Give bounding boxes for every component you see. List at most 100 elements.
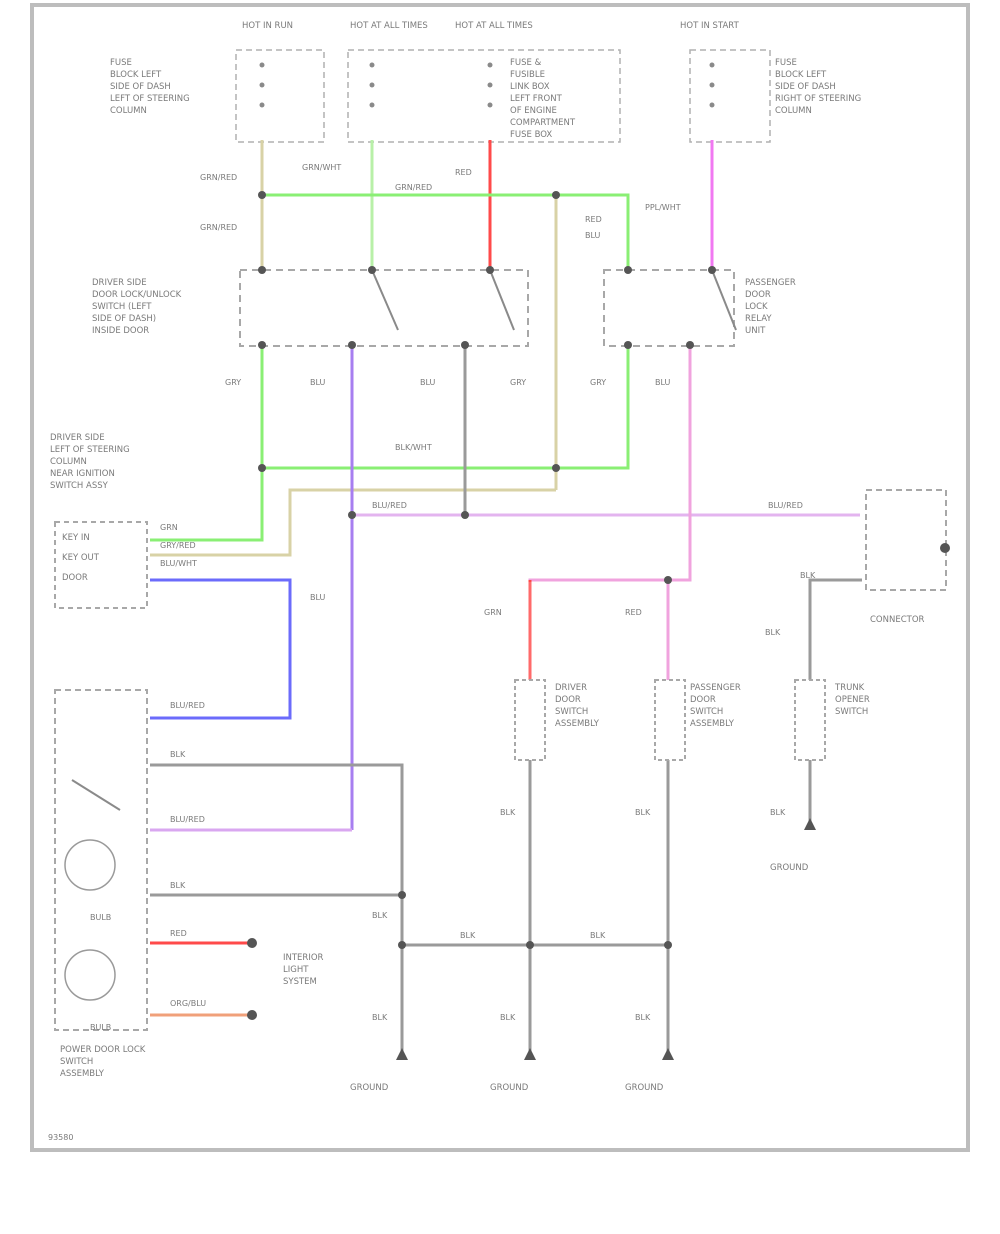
svg-text:BLU: BLU	[655, 378, 671, 387]
svg-text:GRN/RED: GRN/RED	[200, 173, 237, 182]
svg-text:HOT AT ALL TIMES: HOT AT ALL TIMES	[350, 21, 428, 31]
svg-text:BLU: BLU	[420, 378, 436, 387]
svg-text:BLU/RED: BLU/RED	[170, 815, 205, 824]
svg-text:INSIDE DOOR: INSIDE DOOR	[92, 326, 149, 336]
connector-left-labels: KEY IN KEY OUT DOOR	[62, 533, 100, 583]
svg-text:BLK: BLK	[500, 1013, 516, 1022]
svg-text:BLU/WHT: BLU/WHT	[160, 559, 197, 568]
fuse-header-labels: HOT IN RUN HOT AT ALL TIMES HOT AT ALL T…	[242, 21, 740, 31]
svg-text:BLK: BLK	[635, 808, 651, 817]
svg-text:GRN: GRN	[160, 523, 178, 532]
svg-text:BLOCK LEFT: BLOCK LEFT	[110, 70, 162, 80]
svg-text:BLU: BLU	[585, 231, 601, 240]
svg-text:SWITCH (LEFT: SWITCH (LEFT	[92, 302, 152, 312]
svg-text:GROUND: GROUND	[770, 863, 809, 873]
fuse-text-left: FUSE BLOCK LEFT SIDE OF DASH LEFT OF STE…	[110, 58, 190, 116]
fuse-symbols	[259, 62, 715, 108]
svg-text:FUSIBLE: FUSIBLE	[510, 70, 545, 80]
svg-text:ASSEMBLY: ASSEMBLY	[60, 1069, 105, 1079]
passenger-door-switch-labels: PASSENGER DOOR SWITCH ASSEMBLY	[690, 683, 741, 729]
connector-right-label: CONNECTOR	[870, 615, 925, 625]
svg-text:GRN/RED: GRN/RED	[200, 223, 237, 232]
svg-text:BLU: BLU	[310, 593, 326, 602]
svg-text:BLU/RED: BLU/RED	[372, 501, 407, 510]
svg-text:LOCK: LOCK	[745, 302, 768, 312]
svg-text:BLK: BLK	[590, 931, 606, 940]
svg-text:BLOCK LEFT: BLOCK LEFT	[775, 70, 827, 80]
svg-text:BLK: BLK	[500, 808, 516, 817]
svg-text:FUSE: FUSE	[110, 58, 132, 68]
svg-text:POWER DOOR LOCK: POWER DOOR LOCK	[60, 1045, 146, 1055]
svg-text:SWITCH: SWITCH	[835, 707, 868, 717]
svg-text:ASSEMBLY: ASSEMBLY	[555, 719, 600, 729]
ground-labels: GROUND GROUND GROUND GROUND	[350, 863, 809, 1093]
svg-text:GRY/RED: GRY/RED	[160, 541, 196, 550]
svg-text:RED: RED	[170, 929, 187, 938]
bulb-symbols	[64, 839, 116, 1001]
door-switch-labels: DRIVER DOOR SWITCH ASSEMBLY	[555, 683, 600, 729]
svg-text:LEFT OF STEERING: LEFT OF STEERING	[50, 445, 130, 455]
svg-text:BLK: BLK	[460, 931, 476, 940]
ground-symbols	[396, 818, 816, 1060]
svg-text:COLUMN: COLUMN	[50, 457, 87, 467]
svg-text:ORG/BLU: ORG/BLU	[170, 999, 206, 1008]
svg-text:BLK/WHT: BLK/WHT	[395, 443, 432, 452]
svg-text:NEAR IGNITION: NEAR IGNITION	[50, 469, 115, 479]
junction-dots	[247, 191, 950, 1020]
svg-text:FUSE &: FUSE &	[510, 58, 542, 68]
svg-text:BLU/RED: BLU/RED	[768, 501, 803, 510]
svg-text:BULB: BULB	[90, 1023, 111, 1032]
svg-text:PPL/WHT: PPL/WHT	[645, 203, 681, 212]
svg-text:GRY: GRY	[590, 378, 606, 387]
svg-text:DRIVER: DRIVER	[555, 683, 587, 693]
svg-text:FUSE: FUSE	[775, 58, 797, 68]
diagram-id: 93580	[48, 1133, 73, 1142]
svg-text:SIDE OF DASH): SIDE OF DASH)	[92, 314, 156, 324]
svg-text:COMPARTMENT: COMPARTMENT	[510, 118, 576, 128]
svg-text:GROUND: GROUND	[490, 1083, 529, 1093]
module-boxes	[54, 269, 947, 1031]
fuse-boxes	[235, 49, 771, 143]
right-module-label: PASSENGER DOOR LOCK RELAY UNIT	[745, 278, 796, 336]
svg-text:BLK: BLK	[170, 881, 186, 890]
svg-text:DOOR: DOOR	[555, 695, 581, 705]
svg-text:LEFT OF STEERING: LEFT OF STEERING	[110, 94, 190, 104]
left-module-label: DRIVER SIDE DOOR LOCK/UNLOCK SWITCH (LEF…	[92, 278, 182, 336]
svg-text:GRN: GRN	[484, 608, 502, 617]
svg-text:GRY: GRY	[510, 378, 526, 387]
svg-text:INTERIOR: INTERIOR	[283, 953, 324, 963]
svg-text:HOT IN RUN: HOT IN RUN	[242, 21, 293, 31]
fuse-text-mid: FUSE & FUSIBLE LINK BOX LEFT FRONT OF EN…	[510, 58, 576, 140]
svg-text:BULB: BULB	[90, 913, 111, 922]
svg-text:GROUND: GROUND	[350, 1083, 389, 1093]
fuse-text-right: FUSE BLOCK LEFT SIDE OF DASH RIGHT OF ST…	[775, 58, 861, 116]
trunk-switch-labels: TRUNK OPENER SWITCH	[834, 683, 870, 717]
svg-text:SWITCH: SWITCH	[60, 1057, 93, 1067]
svg-text:BLK: BLK	[372, 1013, 388, 1022]
svg-text:SWITCH: SWITCH	[555, 707, 588, 717]
svg-text:ASSEMBLY: ASSEMBLY	[690, 719, 735, 729]
svg-text:UNIT: UNIT	[745, 326, 766, 336]
svg-text:PASSENGER: PASSENGER	[690, 683, 741, 693]
svg-text:HOT AT ALL TIMES: HOT AT ALL TIMES	[455, 21, 533, 31]
svg-text:LINK BOX: LINK BOX	[510, 82, 550, 92]
svg-text:LIGHT: LIGHT	[283, 965, 309, 975]
svg-text:TRUNK: TRUNK	[834, 683, 865, 693]
svg-text:GROUND: GROUND	[625, 1083, 664, 1093]
svg-text:BLU/RED: BLU/RED	[170, 701, 205, 710]
diagram-frame	[30, 3, 970, 1152]
svg-text:DOOR: DOOR	[62, 573, 88, 583]
svg-text:BLU: BLU	[310, 378, 326, 387]
svg-text:DRIVER SIDE: DRIVER SIDE	[92, 278, 147, 288]
svg-text:BLK: BLK	[372, 911, 388, 920]
svg-text:BLK: BLK	[800, 571, 816, 580]
svg-text:FUSE BOX: FUSE BOX	[510, 130, 552, 140]
svg-text:BLK: BLK	[170, 750, 186, 759]
lamp-labels: INTERIOR LIGHT SYSTEM	[283, 953, 324, 987]
svg-text:PASSENGER: PASSENGER	[745, 278, 796, 288]
svg-text:RELAY: RELAY	[745, 314, 772, 324]
svg-text:OPENER: OPENER	[835, 695, 870, 705]
svg-text:GRY: GRY	[225, 378, 241, 387]
